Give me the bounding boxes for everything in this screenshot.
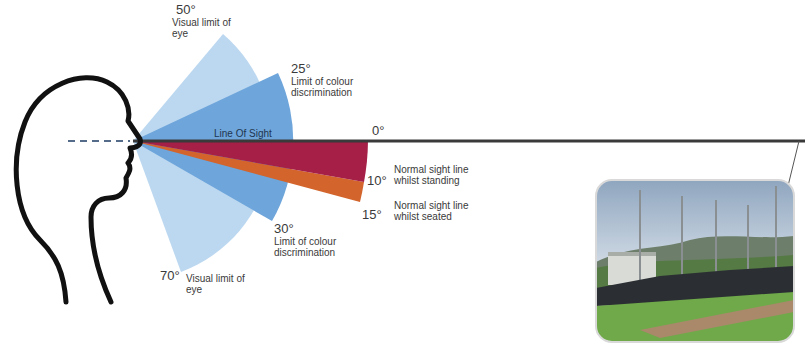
standing-sight-sector bbox=[133, 141, 368, 182]
angle-value: 50° bbox=[176, 2, 196, 17]
leader-line bbox=[788, 141, 799, 186]
line-of-sight bbox=[133, 140, 805, 143]
angle-value: 15° bbox=[362, 207, 382, 222]
line-of-sight-dash bbox=[68, 140, 130, 142]
substation-photo bbox=[596, 180, 794, 342]
limit-note: Visual limit of eye bbox=[186, 273, 248, 295]
angle-value: 0° bbox=[372, 123, 384, 138]
angle-value: 30° bbox=[274, 221, 294, 236]
angle-value: 25° bbox=[291, 61, 311, 76]
angle-value: 10° bbox=[367, 173, 387, 188]
angle-value: 70° bbox=[160, 268, 180, 283]
head-outline bbox=[16, 78, 140, 302]
line-of-sight-label: Line Of Sight bbox=[214, 128, 272, 139]
limit-note: Visual limit of eye bbox=[172, 17, 234, 39]
limit-note: Limit of colour discrimination bbox=[291, 76, 383, 98]
limit-note: Limit of colour discrimination bbox=[274, 236, 366, 258]
sight-line-note: Normal sight line whilst standing bbox=[394, 164, 486, 186]
sight-line-note: Normal sight line whilst seated bbox=[394, 200, 486, 222]
